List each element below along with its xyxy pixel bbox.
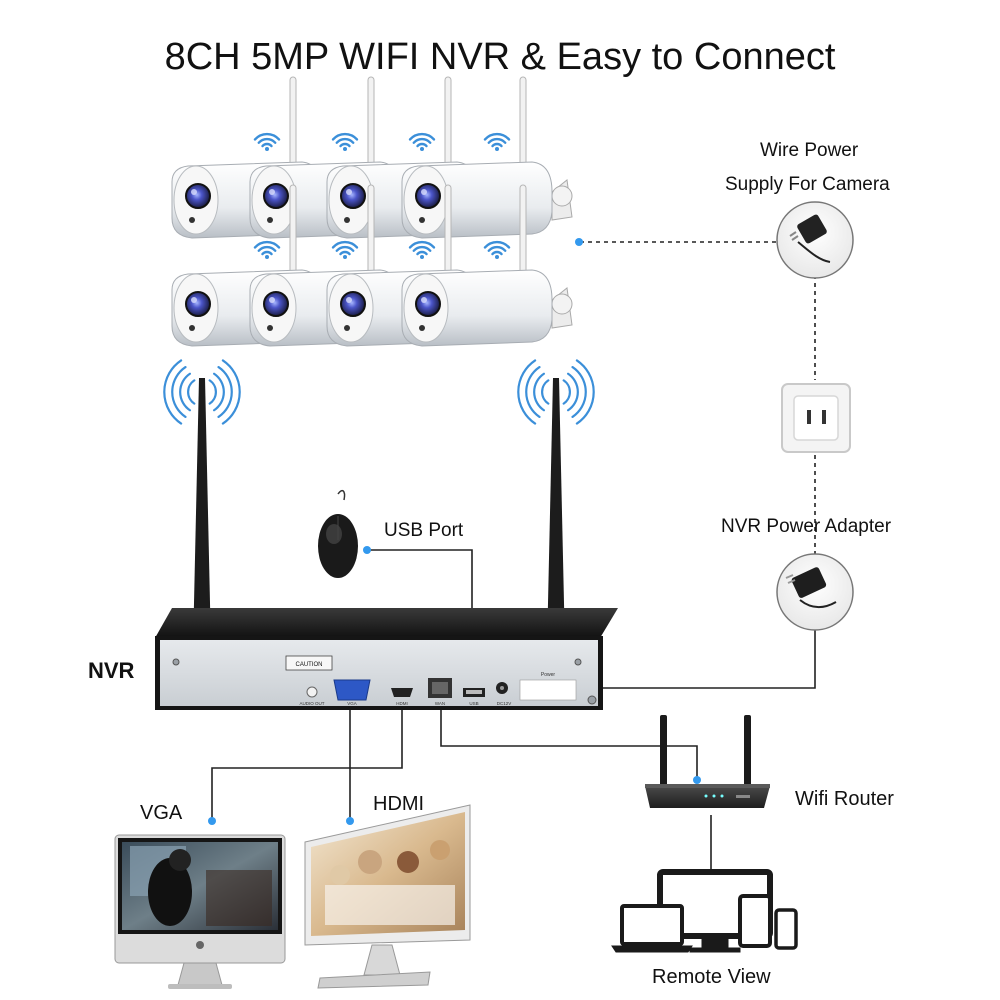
wire-power-label-line2: Supply For Camera — [725, 174, 890, 195]
nvr-power-adapter-icon — [776, 553, 854, 631]
remote-tablet-icon — [738, 894, 772, 948]
camera-wifi-signal-icon — [408, 240, 436, 259]
wire-power-label-line1: Wire Power — [760, 140, 859, 161]
usb-port-label: USB Port — [384, 520, 464, 541]
vga-port-text: VGA — [347, 701, 357, 706]
apple-logo-icon — [196, 941, 204, 949]
wan-port-text: WAN — [435, 701, 445, 706]
power-outlet-icon — [781, 383, 851, 453]
camera-wifi-signal-icon — [408, 132, 436, 151]
diagram-title: 8CH 5MP WIFI NVR & Easy to Connect — [164, 36, 836, 78]
power-text: Power — [541, 672, 556, 678]
wifi-camera — [401, 184, 573, 347]
dc-port-text: DC12V — [497, 701, 512, 706]
caution-label: CAUTION — [296, 662, 323, 668]
camera-wifi-signal-icon — [483, 132, 511, 151]
nvr-label: NVR — [88, 658, 135, 683]
audio-out-port — [306, 686, 318, 698]
wifi-router-label: Wifi Router — [795, 788, 894, 810]
wifi-camera-group — [171, 76, 573, 347]
camera-wifi-signal-icon — [253, 240, 281, 259]
usb-port-text: USB — [469, 701, 478, 706]
remote-view-devices — [611, 869, 798, 953]
camera-wifi-signal-icon — [483, 240, 511, 259]
nvr-power-adapter-label: NVR Power Adapter — [721, 516, 892, 537]
dot-router — [693, 776, 701, 784]
nvr-antennas — [190, 378, 568, 668]
remote-phone-icon — [774, 908, 798, 950]
wifi-camera — [401, 76, 573, 239]
vga-port — [333, 679, 371, 701]
dot-usb — [363, 546, 371, 554]
wan-line — [440, 708, 698, 780]
vga-monitor — [114, 834, 286, 989]
hdmi-line — [211, 708, 403, 820]
dot-camera-power — [575, 238, 583, 246]
dot-vga-monitor — [208, 817, 216, 825]
audio-out-text: AUDIO OUT — [299, 701, 324, 706]
hdmi-port-text: HDMI — [396, 701, 408, 706]
hdmi-label: HDMI — [373, 793, 425, 815]
hdmi-monitor — [304, 804, 471, 989]
dot-hdmi-monitor — [346, 817, 354, 825]
camera-wifi-signal-icon — [331, 132, 359, 151]
wifi-router — [645, 715, 770, 808]
camera-wifi-signal-icon — [253, 132, 281, 151]
nvr-wifi-signal-icons — [163, 359, 595, 425]
adapter-to-nvr-line — [520, 630, 816, 689]
hdmi-port — [391, 688, 413, 697]
vga-label: VGA — [140, 802, 183, 824]
remote-view-label: Remote View — [652, 966, 771, 988]
usb-mouse-icon — [318, 489, 358, 578]
remote-laptop-icon — [620, 904, 684, 946]
nvr-device: CAUTION AUDIO OUT VGA HDMI WAN USB DC12V — [155, 608, 618, 710]
camera-power-supply-icon — [776, 201, 854, 279]
connection-lines — [211, 241, 816, 872]
camera-wifi-signal-icon — [331, 240, 359, 259]
